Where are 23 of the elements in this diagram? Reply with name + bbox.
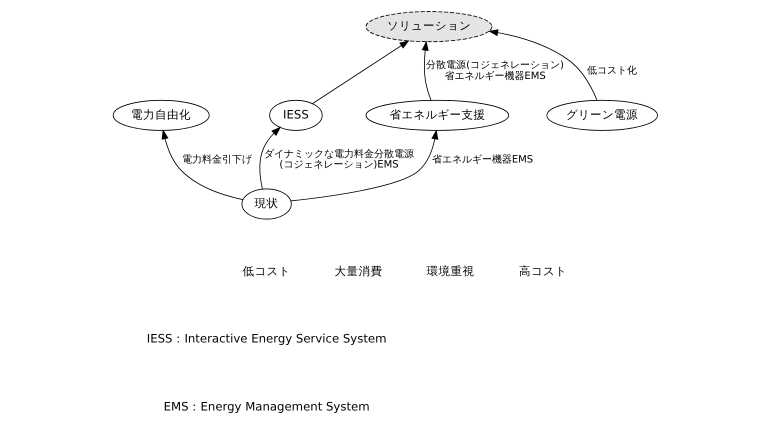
node-ellipse: 現状 [242, 188, 292, 220]
edge-label: 分散電源(コジェネレーション)省エネルギー機器EMS [426, 60, 564, 82]
label: 低コスト [242, 264, 291, 278]
arrow [488, 29, 598, 101]
arrow [312, 40, 410, 104]
node-ellipse: 省エネルギー支援 [366, 100, 510, 131]
edge-label: 電力料金引下げ [182, 154, 252, 166]
node-ellipse: グリーン電源 [546, 100, 658, 131]
edge-label: 低コスト化 [586, 66, 637, 77]
node-ellipse: 電力自由化 [112, 100, 210, 131]
arrow [290, 129, 438, 202]
label: 環境重視 [426, 264, 475, 278]
edge-label: 省エネルギー機器EMS [432, 154, 534, 166]
edge-label: ダイナミックな電力料金分散電源(コジェネレーション)EMS [264, 148, 414, 171]
arrow [259, 126, 282, 190]
label: 大量消費 [334, 264, 383, 278]
label: EMS：Energy Management System [164, 399, 370, 414]
label: IESS：Interactive Energy Service System [146, 332, 387, 346]
arrow [162, 129, 244, 200]
node-ellipse: IESS [269, 100, 323, 131]
node-ellipse: ソリューション [366, 11, 492, 42]
arrow [422, 40, 432, 101]
label: 高コスト [518, 264, 567, 278]
